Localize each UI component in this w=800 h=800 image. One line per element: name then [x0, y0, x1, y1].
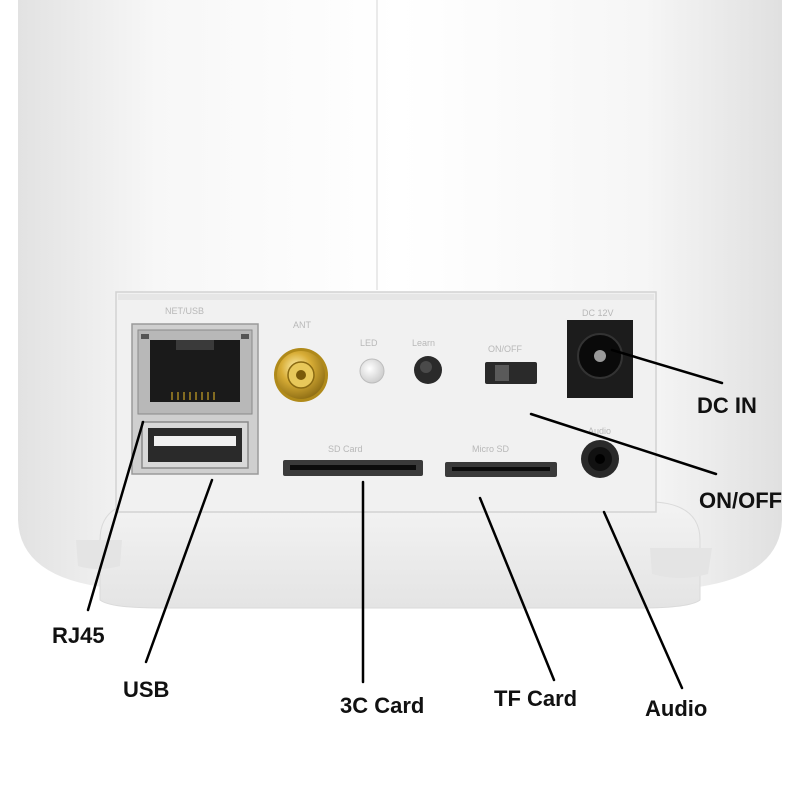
leader-line-audio: [602, 510, 684, 690]
learn-button: [414, 356, 442, 384]
panel-label-dc-12v: DC 12V: [582, 308, 614, 318]
camera-base: [76, 501, 712, 609]
sd-card-slot: [283, 460, 423, 476]
panel-label-led: LED: [360, 338, 378, 348]
antenna-connector: [274, 348, 328, 402]
leader-line-tf-card: [478, 496, 556, 682]
callout-usb: USB: [123, 677, 170, 702]
callout-on-off: ON/OFF: [699, 488, 783, 513]
usb-port: [141, 421, 249, 469]
panel-label-audio: Audio: [588, 426, 611, 436]
callout-tf-card: TF Card: [494, 686, 578, 711]
callout-audio: Audio: [645, 696, 708, 721]
dc-jack: [567, 320, 633, 398]
panel-label-learn: Learn: [412, 338, 435, 348]
callout-rj45: RJ45: [52, 623, 105, 648]
leader-line-on-off: [529, 412, 718, 476]
panel-label-ant: ANT: [293, 320, 312, 330]
panel-label-net-usb: NET/USB: [165, 306, 204, 316]
leader-line-dc-in: [610, 348, 724, 385]
led-indicator: [359, 358, 385, 384]
panel-label-sd-card: SD Card: [328, 444, 363, 454]
power-switch: [485, 362, 537, 384]
leader-line-rj45: [86, 420, 145, 612]
leader-line-usb: [144, 478, 214, 664]
callout-dc-in: DC IN: [697, 393, 757, 418]
panel-label-on-off: ON/OFF: [488, 344, 522, 354]
panel-label-micro-sd: Micro SD: [472, 444, 510, 454]
leader-lines: [86, 348, 724, 690]
micro-sd-slot: [445, 462, 557, 477]
audio-jack: [581, 440, 619, 478]
callout-3c-card: 3C Card: [340, 693, 425, 718]
